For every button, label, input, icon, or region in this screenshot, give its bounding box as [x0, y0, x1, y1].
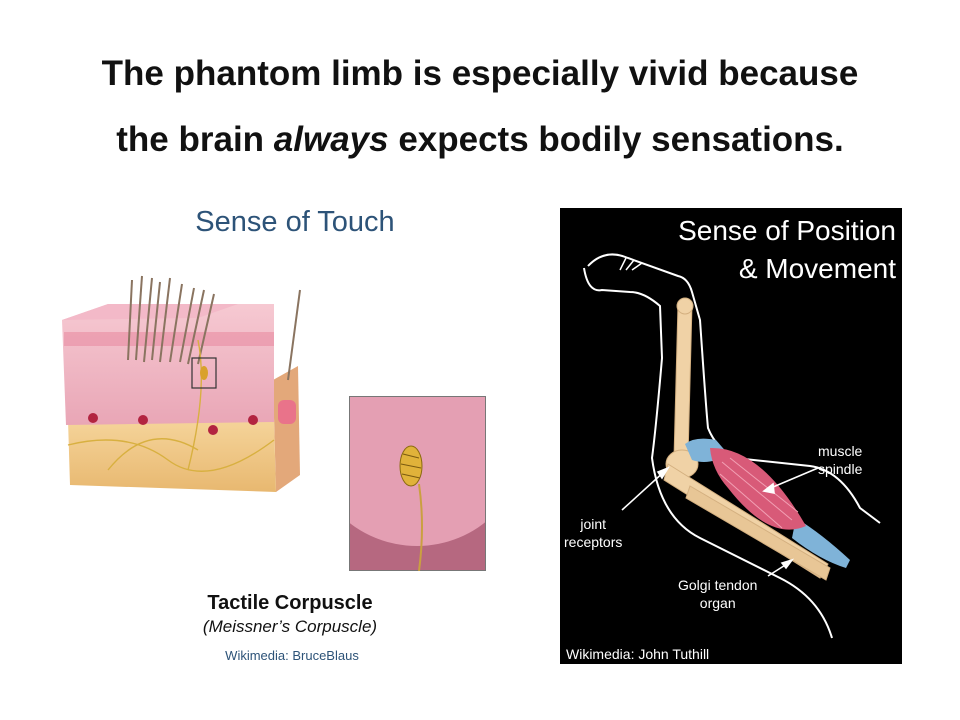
slide-title-line-1: The phantom limb is especially vivid bec… [101, 54, 859, 93]
position-movement-heading: Sense of Position & Movement [678, 212, 896, 288]
label-line-2: receptors [564, 534, 623, 550]
john-tuthill-credit: Wikimedia: John Tuthill [566, 646, 710, 662]
slide-title-line-2: the brain always expects bodily sensatio… [0, 120, 960, 160]
corpuscle-closeup-illustration [349, 396, 486, 571]
muscle-spindle-label: muscle spindle [818, 442, 862, 478]
label-line-2: organ [699, 595, 736, 611]
title-text-before: the brain [116, 120, 274, 159]
title-text-after: expects bodily sensations. [388, 120, 844, 159]
heading-line-1: Sense of Position [678, 215, 896, 246]
tactile-corpuscle-caption: Tactile Corpuscle [207, 592, 373, 614]
arm-diagram [583, 253, 881, 639]
label-line-1: Golgi tendon [678, 577, 758, 593]
bruceblaus-credit: Wikimedia: BruceBlaus [225, 648, 359, 663]
title-emphasis: always [273, 120, 389, 159]
golgi-tendon-organ-label: Golgi tendon organ [678, 576, 757, 612]
label-line-1: joint [580, 516, 607, 532]
heading-line-2: & Movement [738, 253, 896, 284]
joint-receptors-label: joint receptors [564, 515, 622, 551]
meissner-corpuscle-caption: (Meissner’s Corpuscle) [202, 617, 378, 636]
label-line-1: muscle [818, 443, 863, 459]
skin-cross-section-illustration [62, 275, 301, 492]
touch-heading: Sense of Touch [195, 206, 395, 238]
label-line-2: spindle [818, 461, 863, 477]
position-movement-panel: Sense of Position & Movement muscle spindl… [560, 208, 902, 664]
